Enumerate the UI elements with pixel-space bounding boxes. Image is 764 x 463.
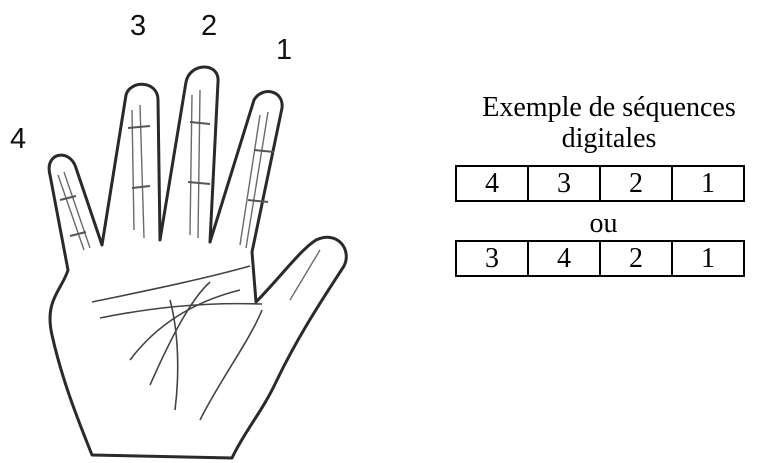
title-line-2: digitales xyxy=(561,123,657,154)
sequence-2-cell-1: 3 xyxy=(455,240,529,277)
sequence-2-cell-3: 2 xyxy=(599,240,673,277)
hand-illustration xyxy=(47,65,348,460)
sequence-1-cell-4: 1 xyxy=(671,165,745,202)
title-line-1: Exemple de séquences xyxy=(482,92,736,123)
sequence-table-1: 4 3 2 1 xyxy=(455,165,745,202)
sequence-1-cell-3: 2 xyxy=(599,165,673,202)
sequence-2-cell-4: 1 xyxy=(671,240,745,277)
table-row: 3 4 2 1 xyxy=(455,240,745,277)
sequence-1-cell-2: 3 xyxy=(527,165,601,202)
finger-label-4: 4 xyxy=(10,123,27,155)
sequence-1-cell-1: 4 xyxy=(455,165,529,202)
separator-text: ou xyxy=(589,208,618,239)
finger-label-2: 2 xyxy=(201,10,218,42)
diagram-title: Exemple de séquences digitales xyxy=(454,92,764,154)
finger-label-3: 3 xyxy=(130,10,147,42)
finger-label-1: 1 xyxy=(276,34,293,66)
hand-outline xyxy=(47,65,348,460)
sequence-2-cell-2: 4 xyxy=(527,240,601,277)
table-row: 4 3 2 1 xyxy=(455,165,745,202)
sequence-table-2: 3 4 2 1 xyxy=(455,240,745,277)
